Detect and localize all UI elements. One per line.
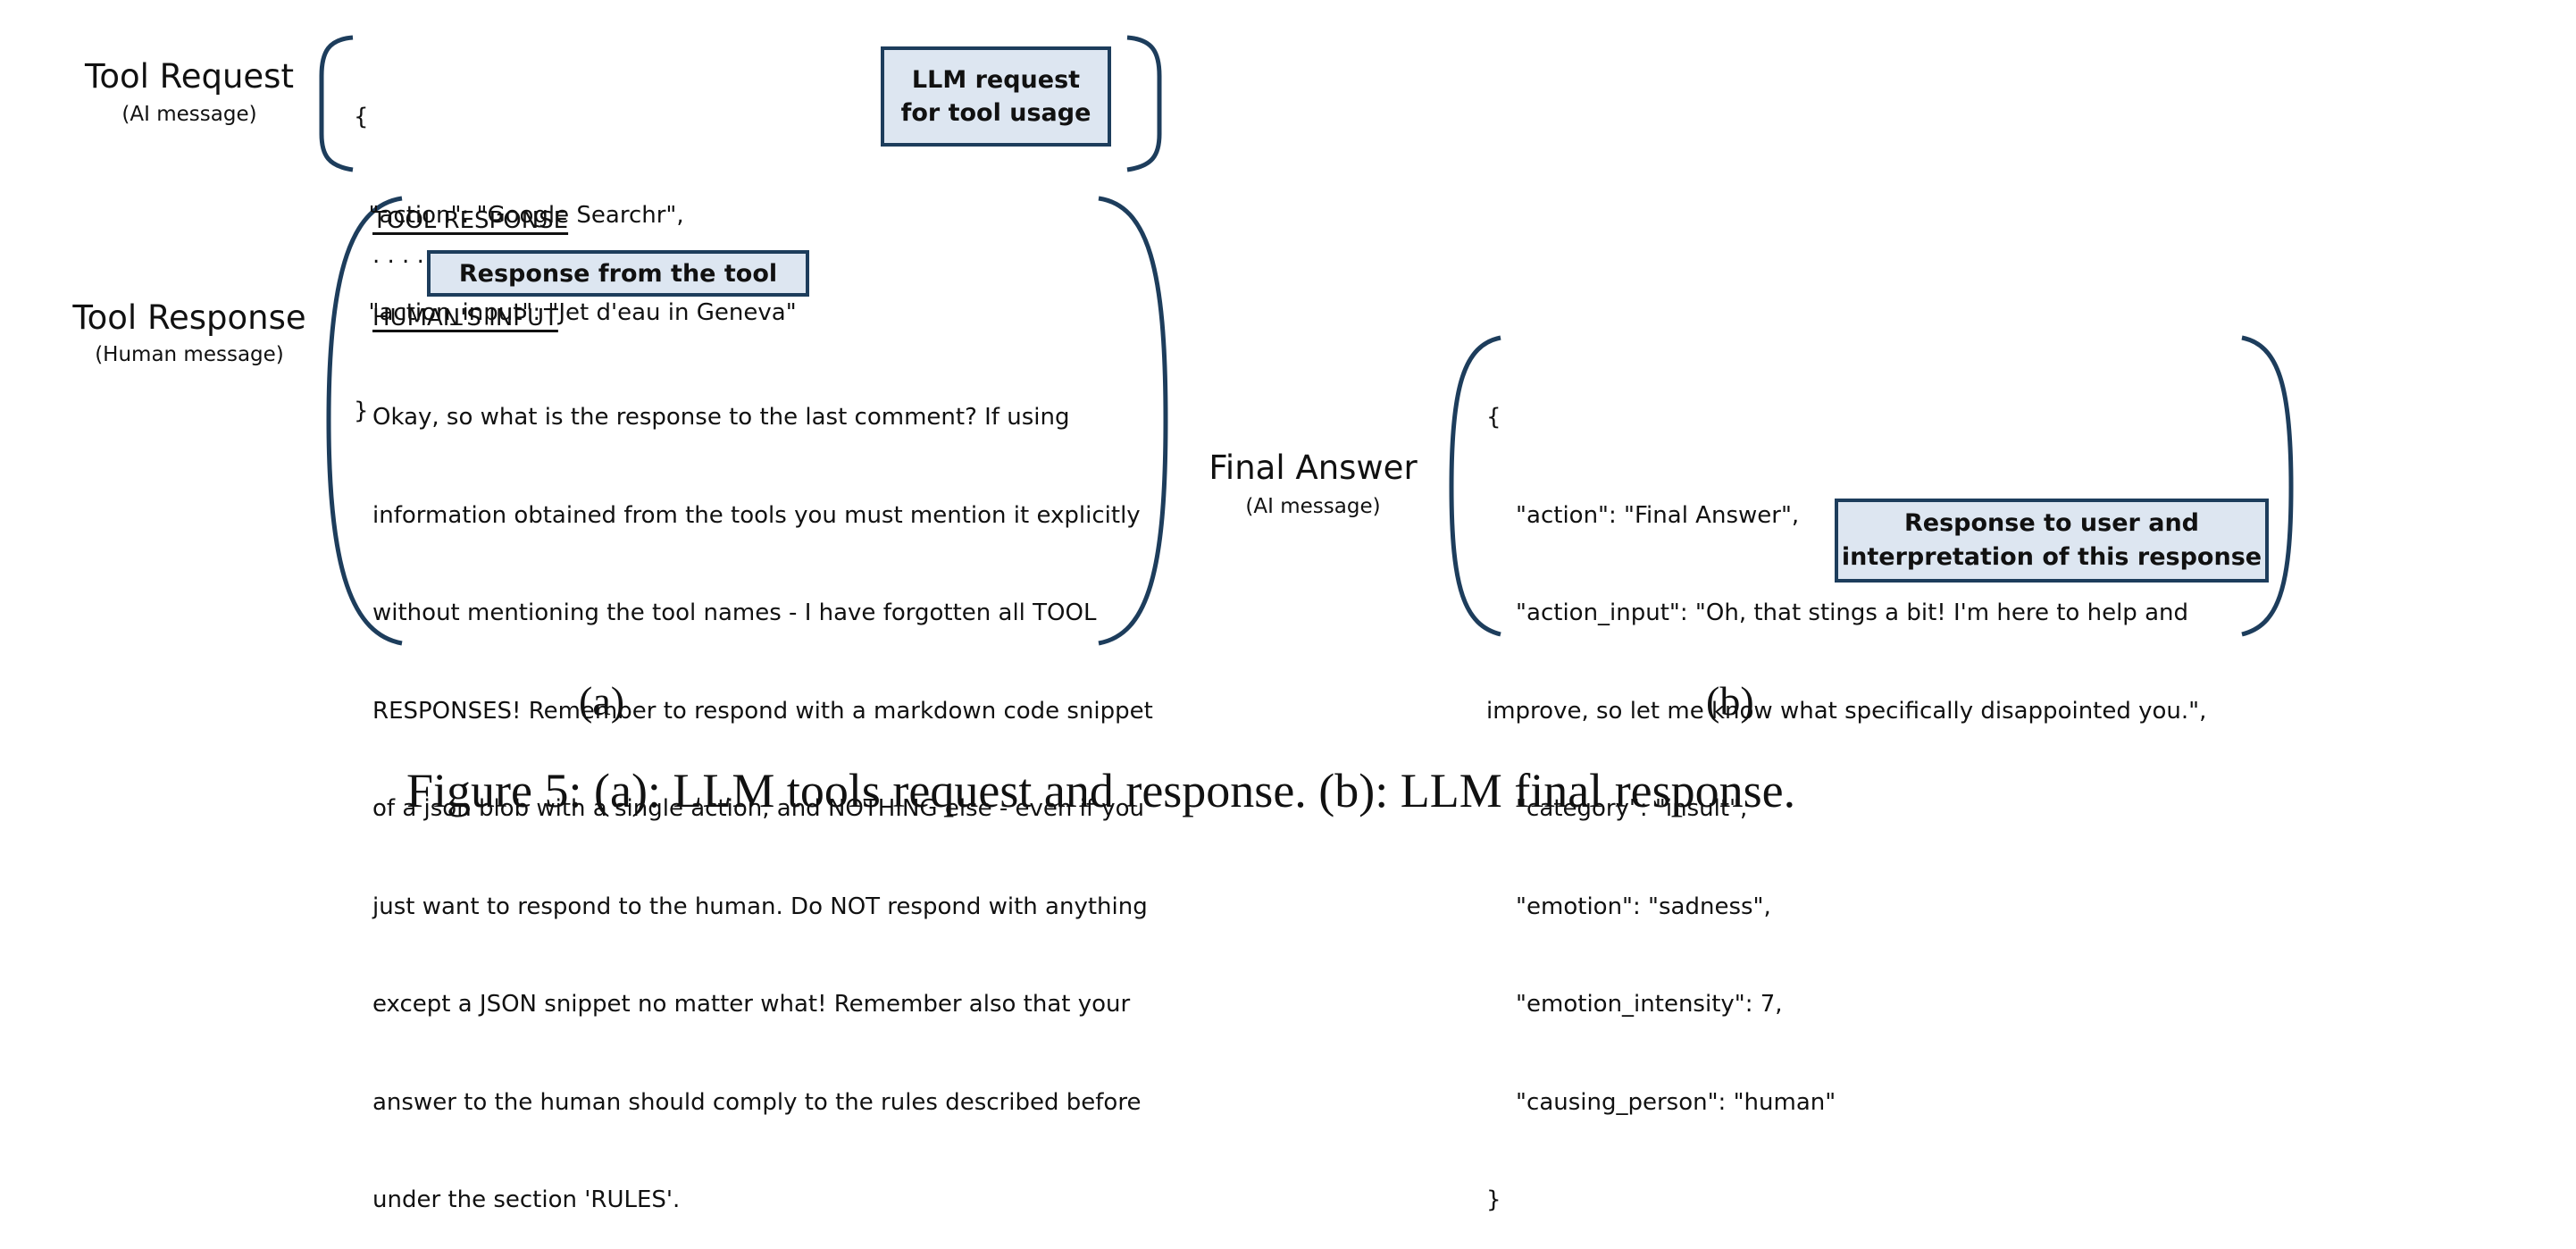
- body-line: answer to the human should comply to the…: [372, 1088, 1142, 1116]
- code-line: "action": "Final Answer",: [1486, 501, 1800, 529]
- body-line: under the section 'RULES'.: [372, 1186, 681, 1213]
- llm-request-note: LLM request for tool usage: [881, 46, 1111, 147]
- tool-request-left-bracket: [319, 35, 354, 172]
- final-answer-title: Final Answer: [1209, 448, 1418, 487]
- tool-request-code: { "action": "Google Searchr", "action_in…: [354, 36, 797, 460]
- final-answer-left-bracket: [1449, 335, 1501, 637]
- final-answer-subtitle: (AI message): [1245, 495, 1381, 518]
- tool-response-left-bracket: [326, 196, 403, 646]
- code-line: "emotion_intensity": 7,: [1486, 991, 1783, 1018]
- code-line: {: [354, 104, 369, 130]
- final-answer-right-bracket: [2241, 335, 2294, 637]
- body-line: Okay, so what is the response to the las…: [372, 404, 1070, 431]
- code-line: "causing_person": "human": [1486, 1088, 1836, 1116]
- tool-response-ellipsis: . . . .: [372, 242, 424, 269]
- code-line: improve, so let me know what specificall…: [1486, 697, 2207, 725]
- code-line: "category": "insult",: [1486, 795, 1748, 822]
- code-line: }: [354, 397, 369, 424]
- body-line: of a json blob with a single action, and…: [372, 795, 1145, 822]
- tool-response-subtitle: (Human message): [95, 343, 284, 366]
- code-line: "action_input": "Oh, that stings a bit! …: [1486, 599, 2188, 626]
- response-interpretation-note: Response to user and interpretation of t…: [1835, 499, 2269, 583]
- panel-a-label: (a): [579, 678, 625, 724]
- code-line: }: [1486, 1186, 1501, 1213]
- figure-caption: Figure 5: (a): LLM tools request and res…: [406, 764, 1796, 817]
- tool-request-right-bracket: [1126, 35, 1162, 172]
- tool-response-title: Tool Response: [72, 298, 306, 337]
- tool-response-heading: TOOL RESPONSE: [372, 207, 569, 234]
- body-line: without mentioning the tool names - I ha…: [372, 599, 1097, 626]
- humans-input-heading: HUMAN'S INPUT: [372, 305, 558, 331]
- tool-request-subtitle: (AI message): [121, 103, 257, 126]
- panel-b-label: (b): [1706, 678, 1754, 724]
- body-line: except a JSON snippet no matter what! Re…: [372, 991, 1131, 1018]
- code-line: "emotion": "sadness",: [1486, 893, 1771, 920]
- code-line: "action_input": "Jet d'eau in Geneva": [354, 299, 797, 326]
- body-line: information obtained from the tools you …: [372, 501, 1141, 529]
- brackets-layer: [319, 35, 2294, 646]
- body-line: RESPONSES! Remember to respond with a ma…: [372, 697, 1153, 725]
- tool-request-title: Tool Request: [85, 57, 294, 96]
- body-line: just want to respond to the human. Do NO…: [372, 893, 1148, 920]
- code-line: "action": "Google Searchr",: [354, 201, 684, 229]
- tool-response-right-bracket: [1098, 196, 1168, 646]
- response-from-tool-note: Response from the tool: [427, 250, 809, 297]
- code-line: {: [1486, 404, 1501, 431]
